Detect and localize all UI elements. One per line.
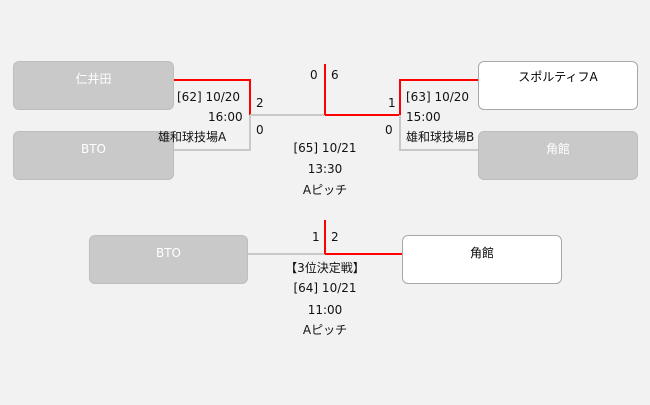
line-left-top-winner xyxy=(174,79,251,115)
team-box-third-kakunodate[interactable]: 角館 xyxy=(402,235,562,284)
final-venue: Aピッチ xyxy=(302,183,348,197)
third-score-right: 2 xyxy=(331,230,339,244)
right-semi-time: 15:00 xyxy=(406,110,441,124)
line-right-bottom xyxy=(399,115,478,151)
left-semi-venue: 雄和球技場A xyxy=(158,130,227,144)
right-semi-score-bottom: 0 xyxy=(385,123,393,137)
team-box-sportif-a[interactable]: スポルティフA xyxy=(478,61,638,110)
final-score-right: 6 xyxy=(331,68,339,82)
team-box-niida[interactable]: 仁井田 xyxy=(13,61,174,110)
third-time: 11:00 xyxy=(307,303,343,317)
final-match: [65] 10/21 xyxy=(293,141,357,155)
third-match: [64] 10/21 xyxy=(293,281,357,295)
third-title: 【3位決定戦】 xyxy=(285,261,365,275)
left-semi-score-bottom: 0 xyxy=(256,123,264,137)
team-box-kakunodate[interactable]: 角館 xyxy=(478,131,638,180)
left-semi-score-top: 2 xyxy=(256,96,264,110)
team-box-bto[interactable]: BTO xyxy=(13,131,174,180)
left-semi-time: 16:00 xyxy=(208,110,243,124)
final-score-left: 0 xyxy=(310,68,318,82)
left-semi-match: [62] 10/20 xyxy=(177,90,241,104)
right-semi-match: [63] 10/20 xyxy=(406,90,470,104)
right-semi-score-top: 1 xyxy=(388,96,396,110)
right-semi-venue: 雄和球技場B xyxy=(406,130,475,144)
third-score-left: 1 xyxy=(312,230,320,244)
final-time: 13:30 xyxy=(307,162,343,176)
third-venue: Aピッチ xyxy=(302,323,348,337)
line-left-bottom xyxy=(174,115,251,151)
team-box-third-bto[interactable]: BTO xyxy=(89,235,248,284)
line-right-top-winner xyxy=(399,79,478,115)
